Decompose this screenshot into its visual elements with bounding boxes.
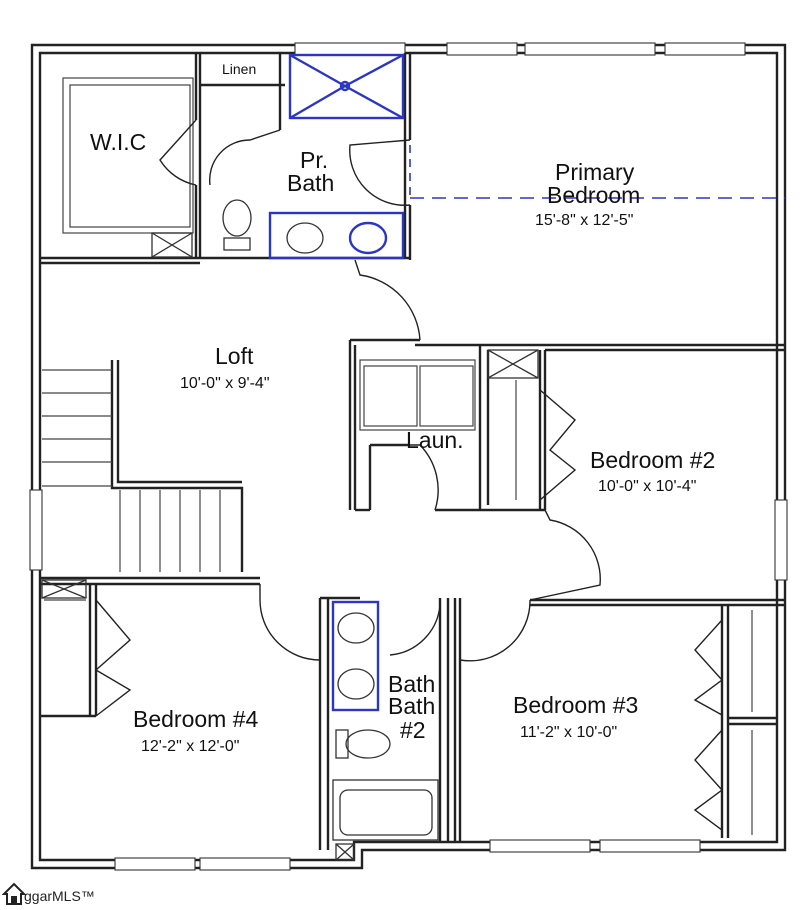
exterior-windows [29,42,788,871]
linen-label: Linen [222,61,256,77]
closet-shelves [44,77,753,835]
exterior-walls [30,43,787,870]
bath2-label-2: Bath [388,693,435,719]
bedroom4-label: Bedroom #4 [133,706,259,732]
bedroom3-size: 11'-2" x 10'-0" [520,724,617,741]
mls-logo-icon [2,882,27,905]
primary-bath-label-1: Pr. [300,147,328,173]
bedroom3-label: Bedroom #3 [513,692,638,718]
staircase [42,360,244,572]
watermark-text: ggarMLS™ [24,888,95,904]
loft-size: 10'-0" x 9'-4" [180,375,270,392]
chase-boxes [41,232,539,861]
bedroom2-label: Bedroom #2 [590,447,715,473]
interior-walls [40,53,785,850]
wic-label: W.I.C [90,129,146,155]
ceiling-line [409,145,785,199]
bath2-label-1: Bath [388,671,435,697]
room-labels: W.I.C Linen Pr. Bath Primary Bedroom 15'… [90,61,715,755]
primary-bedroom-size: 15'-8" x 12'-5" [535,212,633,229]
loft-label: Loft [215,343,254,369]
primary-bedroom-label-2: Bedroom [547,182,640,208]
bedroom4-size: 12'-2" x 12'-0" [141,738,239,755]
door-swings [94,119,724,831]
primary-bedroom-label-1: Primary [555,159,635,185]
bedroom2-size: 10'-0" x 10'-4" [598,478,696,495]
bath2-label-3: #2 [400,717,426,743]
primary-bath-label-2: Bath [287,170,334,196]
laundry-label: Laun. [406,427,464,453]
bath-fixtures [222,53,476,841]
